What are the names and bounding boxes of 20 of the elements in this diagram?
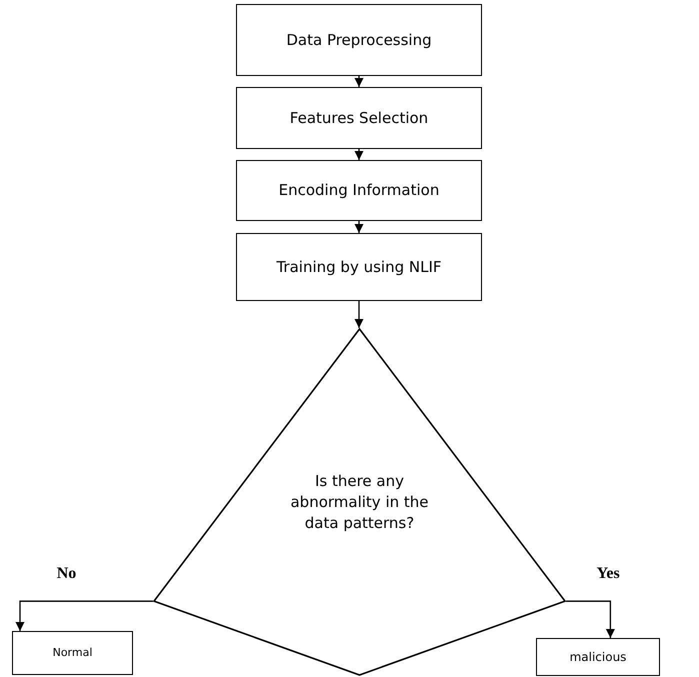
process-box xyxy=(236,160,482,221)
process-box xyxy=(236,233,482,301)
node-text: Training by using NLIF xyxy=(276,256,442,278)
process-box xyxy=(12,631,133,675)
process-box xyxy=(236,4,482,76)
arrow xyxy=(354,221,364,233)
node-text: Normal xyxy=(52,645,92,661)
node-text: Is there any abnormality in the data patterns? xyxy=(289,470,430,534)
decision-diamond xyxy=(153,328,566,676)
node-text: Data Preprocessing xyxy=(286,30,432,50)
process-box xyxy=(536,638,660,676)
process-box xyxy=(236,87,482,149)
arrow xyxy=(15,600,153,631)
node-text: Encoding Information xyxy=(278,180,440,201)
arrow xyxy=(354,301,364,328)
node-text: malicious xyxy=(570,648,626,666)
arrow xyxy=(354,76,364,87)
arrow xyxy=(566,600,615,638)
node-text: Features Selection xyxy=(290,108,428,128)
arrow xyxy=(354,149,364,160)
